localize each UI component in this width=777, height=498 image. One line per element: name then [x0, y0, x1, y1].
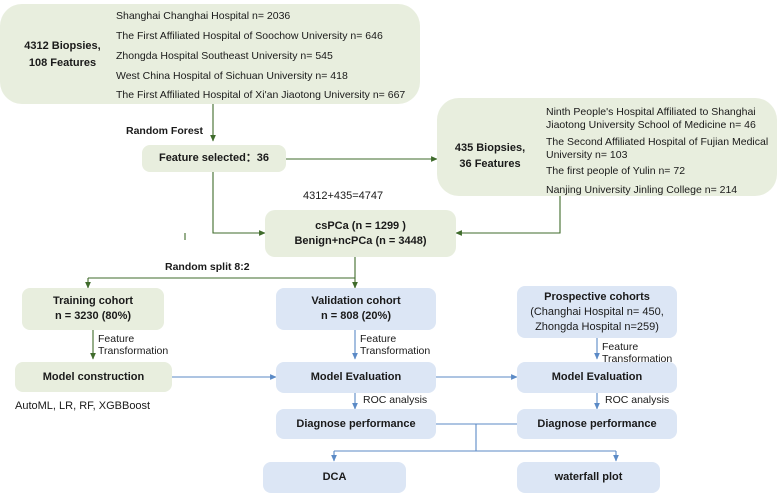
external-source-4: Nanjing University Jinling College n= 21… [546, 184, 738, 196]
training-source-4: West China Hospital of Sichuan Universit… [116, 70, 348, 82]
node-model-construction: Model construction [15, 362, 172, 392]
prospective-line2: (Changhai Hospital n= 450, [530, 305, 664, 318]
external-source-2: The Second Affiliated Hospital of Fujian… [546, 136, 769, 161]
edge-label-sum-equation: 4312+435=4747 [303, 190, 384, 202]
training-source-1: Shanghai Changhai Hospital n= 2036 [116, 10, 291, 22]
node-model-evaluation-validation: Model Evaluation [276, 362, 436, 393]
node-feature-selected: Feature selected：36 [142, 145, 286, 172]
node-prospective-cohorts: Prospective cohorts (Changhai Hospital n… [517, 286, 677, 338]
edge-label-algorithms: AutoML, LR, RF, XGBBoost [15, 400, 151, 412]
node-dca: DCA [263, 462, 406, 493]
validation-cohort-line2: n = 808 (20%) [320, 310, 391, 322]
training-source-2: The First Affiliated Hospital of Soochow… [116, 30, 383, 42]
node-training-cohort: Training cohort n = 3230 (80%) [22, 288, 164, 330]
validation-cohort-line1: Validation cohort [311, 295, 401, 307]
edge-label-random-forest: Random Forest [126, 125, 204, 137]
prospective-line1: Prospective cohorts [544, 290, 650, 303]
edge-label-feature-transformation-prospective-l1: Feature [602, 341, 639, 353]
training-source-panel [0, 4, 420, 104]
node-diagnose-performance-validation: Diagnose performance [276, 409, 436, 439]
training-source-3: Zhongda Hospital Southeast University n=… [116, 50, 333, 62]
prospective-line3: Zhongda Hospital n=259) [535, 320, 659, 333]
edge-label-feature-transformation-training-l1: Feature [98, 333, 135, 345]
pooled-line2: Benign+ncPCa (n = 3448) [294, 234, 427, 247]
external-source-1: Ninth People's Hospital Affiliated to Sh… [546, 106, 756, 131]
training-source-5: The First Affiliated Hospital of Xi'an J… [116, 89, 406, 101]
edge-label-roc-analysis-validation: ROC analysis [363, 394, 428, 406]
edge-label-feature-transformation-training-l2: Transformation [98, 345, 169, 357]
node-pooled-cohort: csPCa (n = 1299 ) Benign+ncPCa (n = 3448… [265, 210, 456, 257]
training-cohort-line1: Training cohort [52, 295, 134, 307]
node-diagnose-performance-prospective: Diagnose performance [517, 409, 677, 439]
pooled-line1: csPCa (n = 1299 ) [315, 219, 406, 232]
edge-label-feature-transformation-prospective-l2: Transformation [602, 353, 673, 365]
external-summary-line1: 435 Biopsies, [454, 142, 526, 154]
external-source-3: The first people of Yulin n= 72 [546, 165, 686, 177]
edge-label-feature-transformation-validation-l2: Transformation [360, 345, 431, 357]
external-summary-line2: 36 Features [459, 158, 521, 170]
edge-label-random-split: Random split 8:2 [165, 261, 250, 273]
node-waterfall-plot: waterfall plot [517, 462, 660, 493]
training-summary-line1: 4312 Biopsies, [24, 40, 101, 52]
external-source-panel [437, 98, 777, 196]
edge-label-roc-analysis-prospective: ROC analysis [605, 394, 670, 406]
node-model-evaluation-prospective: Model Evaluation [517, 362, 677, 393]
edge-label-feature-transformation-validation-l1: Feature [360, 333, 397, 345]
training-summary-line2: 108 Features [28, 57, 97, 69]
training-cohort-line2: n = 3230 (80%) [54, 310, 132, 322]
node-validation-cohort: Validation cohort n = 808 (20%) [276, 288, 436, 330]
